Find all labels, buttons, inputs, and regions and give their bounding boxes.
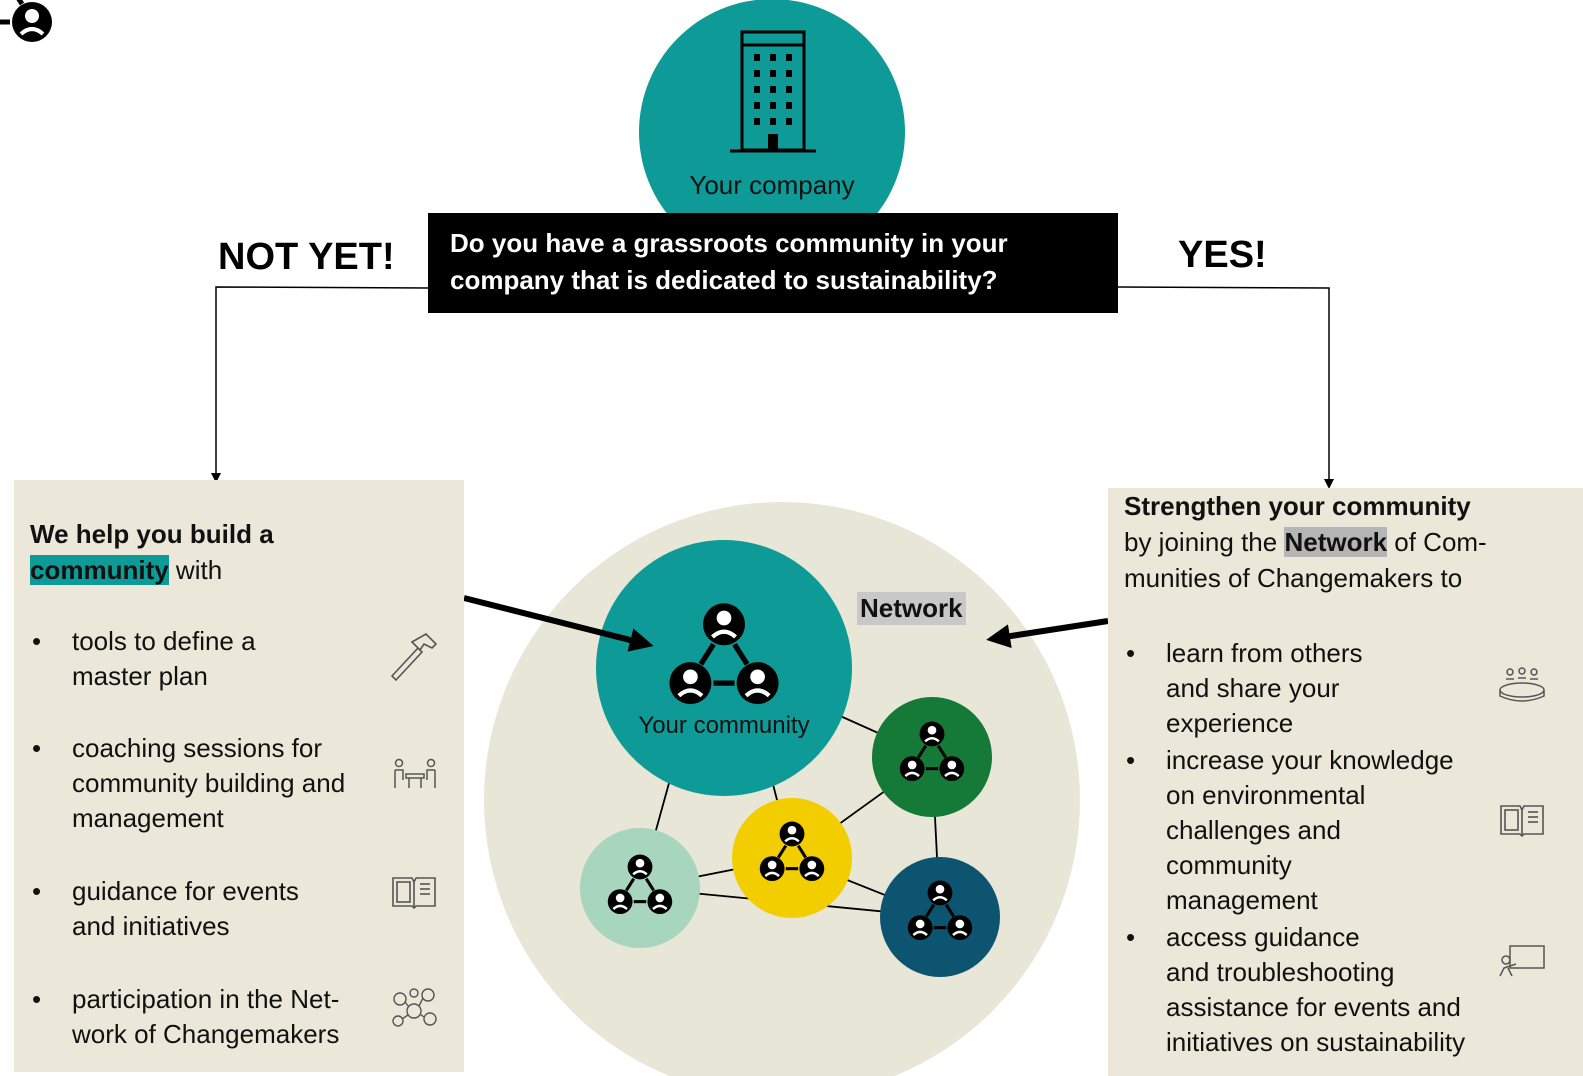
list-item-line: challenges and bbox=[1166, 815, 1341, 845]
list-item-line: tools to define a bbox=[72, 626, 256, 656]
right-intro-bold: Strengthen your community bbox=[1124, 491, 1471, 521]
node-light-green bbox=[580, 828, 700, 948]
right-intro-line3: munities of Changemakers to bbox=[1124, 563, 1463, 593]
list-item-line: initiatives on sustainability bbox=[1166, 1027, 1466, 1057]
book-icon bbox=[1500, 805, 1544, 838]
left-intro-tail: with bbox=[168, 555, 223, 585]
branch-not-yet: NOT YET! bbox=[218, 236, 395, 278]
list-item: tools to define a master plan bbox=[30, 624, 448, 694]
company-circle bbox=[639, 0, 905, 265]
list-item-line: community building and bbox=[72, 768, 346, 798]
list-item-line: management bbox=[1166, 885, 1318, 915]
right-panel-arrow bbox=[986, 618, 1109, 649]
left-panel-intro: We help you build a community with bbox=[30, 516, 448, 588]
list-item-line: management bbox=[72, 803, 224, 833]
branch-yes: YES! bbox=[1178, 234, 1267, 276]
right-intro-post: of Com- bbox=[1387, 527, 1487, 557]
left-intro-bold: We help you build a bbox=[30, 519, 274, 549]
list-item: participation in the Net- work of Change… bbox=[30, 982, 448, 1052]
question-line: Do you have a grassroots community in yo… bbox=[450, 228, 1008, 258]
list-item-line: and share your bbox=[1166, 673, 1340, 703]
left-intro-highlight: community bbox=[30, 555, 169, 585]
coaching-icon bbox=[394, 758, 436, 788]
list-item: access guidance and troubleshooting assi… bbox=[1124, 920, 1583, 1060]
list-item-line: and troubleshooting bbox=[1166, 957, 1395, 987]
left-list: tools to define a master plan coaching s… bbox=[30, 624, 448, 1052]
presentation-icon bbox=[1499, 945, 1545, 977]
list-item-line: guidance for events bbox=[72, 876, 299, 906]
right-list: learn from others and share your experie… bbox=[1124, 636, 1583, 1060]
list-item-line: learn from others bbox=[1166, 638, 1363, 668]
list-item: learn from others and share your experie… bbox=[1124, 636, 1583, 741]
list-item: guidance for events and initiatives bbox=[30, 874, 448, 944]
company-label: Your company bbox=[689, 170, 855, 200]
network-icon bbox=[392, 988, 437, 1027]
list-item-line: experience bbox=[1166, 708, 1294, 738]
list-item: coaching sessions for community building… bbox=[30, 731, 448, 836]
book-icon bbox=[392, 877, 436, 910]
meeting-table-icon bbox=[1499, 667, 1545, 702]
right-intro-highlight: Network bbox=[1284, 527, 1388, 557]
building-icon bbox=[730, 30, 816, 153]
list-item-line: community bbox=[1166, 850, 1292, 880]
question-line: company that is dedicated to sustainabil… bbox=[450, 265, 998, 295]
list-item-line: increase your knowledge bbox=[1166, 745, 1454, 775]
list-item-line: access guidance bbox=[1166, 922, 1360, 952]
question-box: Do you have a grassroots community in yo… bbox=[428, 213, 1118, 313]
list-item-line: master plan bbox=[72, 661, 208, 691]
list-item-line: on environmental bbox=[1166, 780, 1366, 810]
node-dark-blue bbox=[880, 857, 1000, 977]
node-dark-green bbox=[872, 697, 992, 817]
list-item-line: work of Changemakers bbox=[72, 1019, 340, 1049]
right-intro-pre: by joining the bbox=[1124, 527, 1285, 557]
list-item-line: and initiatives bbox=[72, 911, 230, 941]
right-panel-intro: Strengthen your community by joining the… bbox=[1124, 488, 1583, 596]
right-panel: Strengthen your community by joining the… bbox=[1108, 488, 1583, 1076]
hammer-icon bbox=[390, 633, 438, 682]
node-your-community bbox=[596, 540, 852, 796]
left-panel: We help you build a community with tools… bbox=[14, 480, 464, 1072]
list-item-line: participation in the Net- bbox=[72, 984, 340, 1014]
your-community-label: Your community bbox=[638, 712, 810, 739]
list-item-line: assistance for events and bbox=[1166, 992, 1461, 1022]
list-item-line: coaching sessions for bbox=[72, 733, 323, 763]
yes-connector bbox=[1117, 286, 1334, 489]
network-label: Network bbox=[857, 592, 966, 625]
left-panel-arrow bbox=[463, 595, 654, 652]
node-yellow bbox=[732, 798, 852, 918]
no-connector bbox=[211, 286, 429, 483]
list-item: increase your knowledge on environmental… bbox=[1124, 743, 1583, 918]
community-icon bbox=[0, 0, 52, 42]
